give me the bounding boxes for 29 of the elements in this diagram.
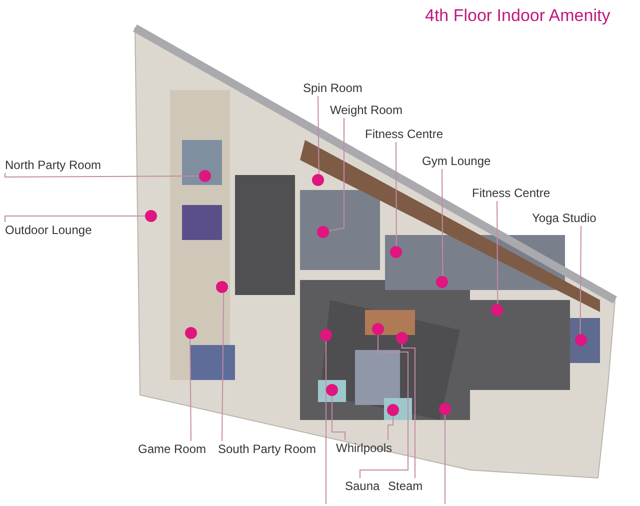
leader-line (580, 226, 582, 335)
room-label: Whirlpools (336, 440, 392, 456)
leader-line (442, 168, 444, 276)
room-label: Steam (388, 478, 423, 494)
room-label: Weight Room (330, 102, 402, 118)
leader-line (190, 338, 192, 442)
room-label: Yoga Studio (532, 210, 596, 226)
leader-line (4, 172, 200, 178)
room-label: Sauna (345, 478, 380, 494)
room-label: Outdoor Lounge (5, 222, 92, 238)
leader-line (496, 200, 498, 304)
room-label: Gym Lounge (422, 153, 491, 169)
leader-line (444, 414, 446, 504)
leader-line (318, 96, 320, 175)
room-label: Fitness Centre (365, 126, 444, 142)
leader-line (396, 142, 397, 246)
room-label: Spin Room (303, 80, 362, 96)
leader-line (332, 396, 346, 440)
leader-line (222, 292, 224, 442)
leader-line (4, 216, 146, 222)
leader-line (360, 334, 408, 478)
room-label: Game Room (138, 441, 206, 457)
plan-title: 4th Floor Indoor Amenity (425, 6, 610, 26)
room-label: North Party Room (5, 157, 102, 173)
room-label: Fitness Centre (472, 185, 550, 201)
leader-line (402, 344, 416, 478)
leader-line (328, 118, 344, 232)
room-label: South Party Room (218, 441, 316, 457)
leader-line (388, 416, 394, 440)
